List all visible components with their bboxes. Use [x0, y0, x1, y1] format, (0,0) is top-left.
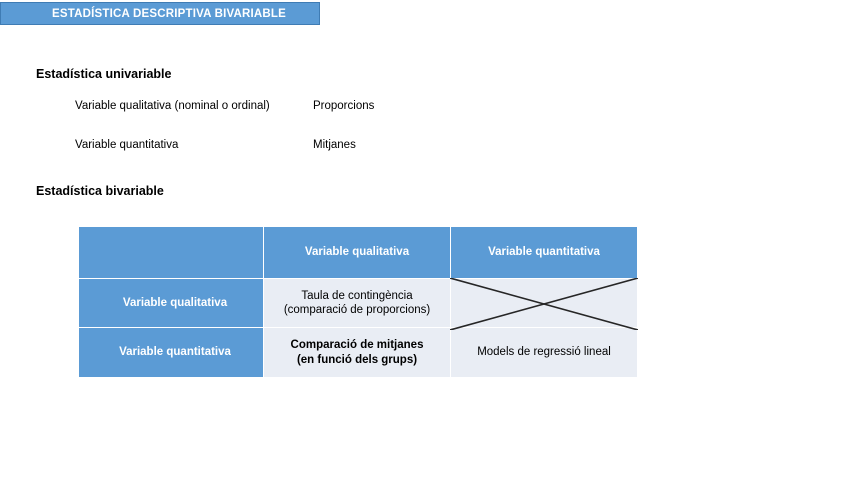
section-heading-bivariable: Estadística bivariable — [36, 184, 164, 198]
table-cell-qual-quant-crossed-out — [451, 278, 637, 328]
slide-title: ESTADÍSTICA DESCRIPTIVA BIVARIABLE — [51, 7, 287, 20]
univariable-row-qualitative: Variable qualitativa (nominal o ordinal)… — [75, 100, 635, 112]
table-row-header-quantitative: Variable quantitativa — [79, 328, 263, 377]
table-cell-quant-qual: Comparació de mitjanes (en funció dels g… — [264, 328, 450, 377]
univariable-variable-label: Variable quantitativa — [75, 139, 179, 151]
bivariable-matrix-table: Variable qualitativa Variable quantitati… — [78, 226, 638, 378]
table-row-header-qualitative: Variable qualitativa — [79, 278, 263, 328]
table-column-header-quantitative: Variable quantitativa — [451, 227, 637, 278]
table-cell-line-1: Comparació de mitjanes — [290, 339, 424, 352]
section-heading-univariable: Estadística univariable — [36, 67, 172, 81]
univariable-variable-label: Variable qualitativa (nominal o ordinal) — [75, 100, 270, 112]
univariable-row-quantitative: Variable quantitativa Mitjanes — [75, 139, 635, 151]
table-corner-cell — [79, 227, 263, 278]
table-row: Variable qualitativa Taula de contingènc… — [79, 278, 637, 328]
univariable-measure-label: Proporcions — [313, 100, 375, 112]
table-cell-line-1: Models de regressió lineal — [477, 346, 611, 359]
table-cell-line-2: (en funció dels grups) — [296, 353, 418, 366]
table-cell-line-1: Taula de contingència — [301, 289, 413, 302]
table-column-header-qualitative: Variable qualitativa — [264, 227, 450, 278]
table-cell-quant-quant: Models de regressió lineal — [451, 328, 637, 377]
table-row: Variable quantitativa Comparació de mitj… — [79, 328, 637, 377]
slide-title-bar: ESTADÍSTICA DESCRIPTIVA BIVARIABLE — [0, 2, 320, 25]
table-header-row: Variable qualitativa Variable quantitati… — [79, 227, 637, 278]
univariable-measure-label: Mitjanes — [313, 139, 356, 151]
table-cell-line-2: (comparació de proporcions) — [283, 304, 431, 316]
table-cell-qual-qual: Taula de contingència (comparació de pro… — [264, 278, 450, 328]
